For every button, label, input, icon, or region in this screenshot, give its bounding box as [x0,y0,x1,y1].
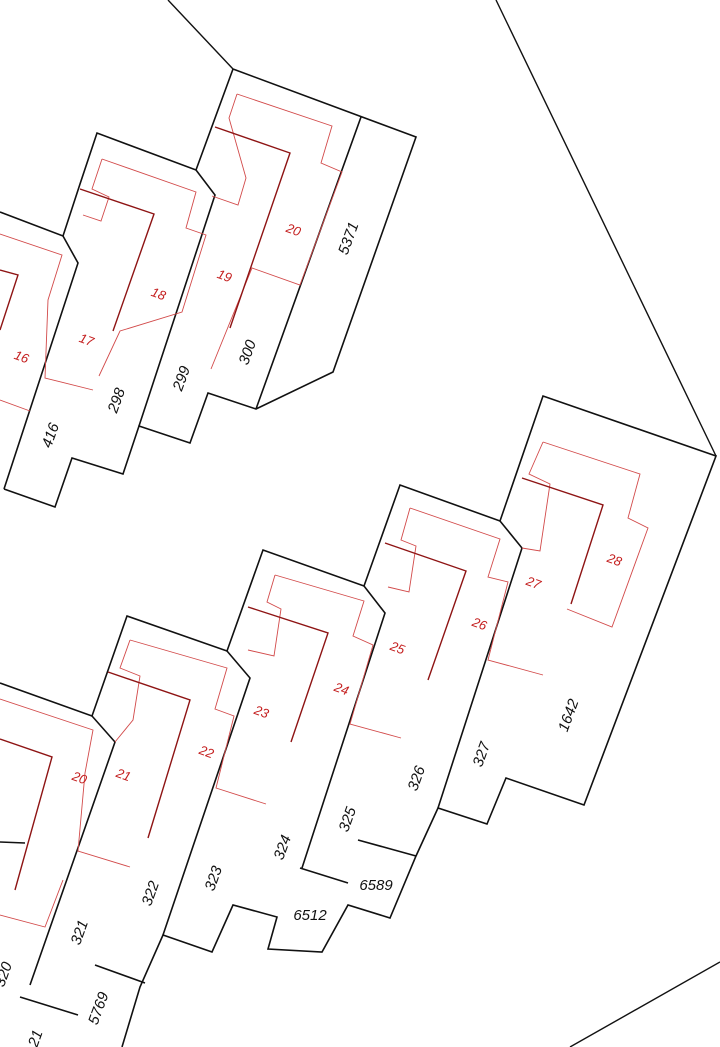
parcel-number: 321 [68,918,93,947]
parcel-boundary [0,394,718,1047]
parcel-number: 325 [336,804,361,834]
parcel-number: 21 [25,1028,47,1047]
building-outline-dark [0,126,291,332]
house-number: 23 [251,702,271,722]
building-outline-dark [0,477,604,891]
parcel-number: 5371 [335,220,362,257]
parcel-number: 5769 [85,989,113,1027]
house-number: 18 [149,284,168,303]
road-lines [167,0,720,1047]
parcel-number: 299 [169,363,194,394]
parcel-number: 320 [0,959,16,989]
road-line-top [167,0,234,70]
parcel-number: 323 [202,863,227,893]
house-number: 28 [604,550,624,570]
house-number: 20 [69,768,89,788]
house-number: 25 [387,638,407,658]
house-number: 22 [196,742,216,762]
parcel-number: 326 [405,763,430,793]
house-number: 26 [469,614,489,634]
road-line-bottom [569,961,720,1047]
upper-row [0,68,418,509]
parcel-number: 322 [139,878,164,908]
house-number: 21 [113,765,133,784]
house-number-labels: 20 19 18 17 16 28 27 26 25 24 23 22 21 2… [12,220,624,788]
building-outline [0,441,649,928]
parcel-boundary [0,68,418,509]
parcel-number: 324 [271,833,296,862]
parcel-number: 298 [104,385,129,416]
house-number: 20 [283,220,303,240]
house-number: 24 [331,679,351,698]
parcel-number: 6512 [293,907,327,924]
building-outline [0,93,343,412]
parcel-number: 327 [470,739,495,769]
house-number: 17 [77,330,96,349]
road-line-right [495,0,717,457]
parcel-number: 300 [236,337,261,367]
lower-row [0,394,718,1047]
house-number: 16 [12,347,31,366]
parcel-number: 1642 [555,696,583,734]
parcel-number: 416 [39,420,64,450]
house-number: 19 [215,266,234,285]
house-number: 27 [523,573,543,593]
parcel-number: 6589 [359,877,393,894]
